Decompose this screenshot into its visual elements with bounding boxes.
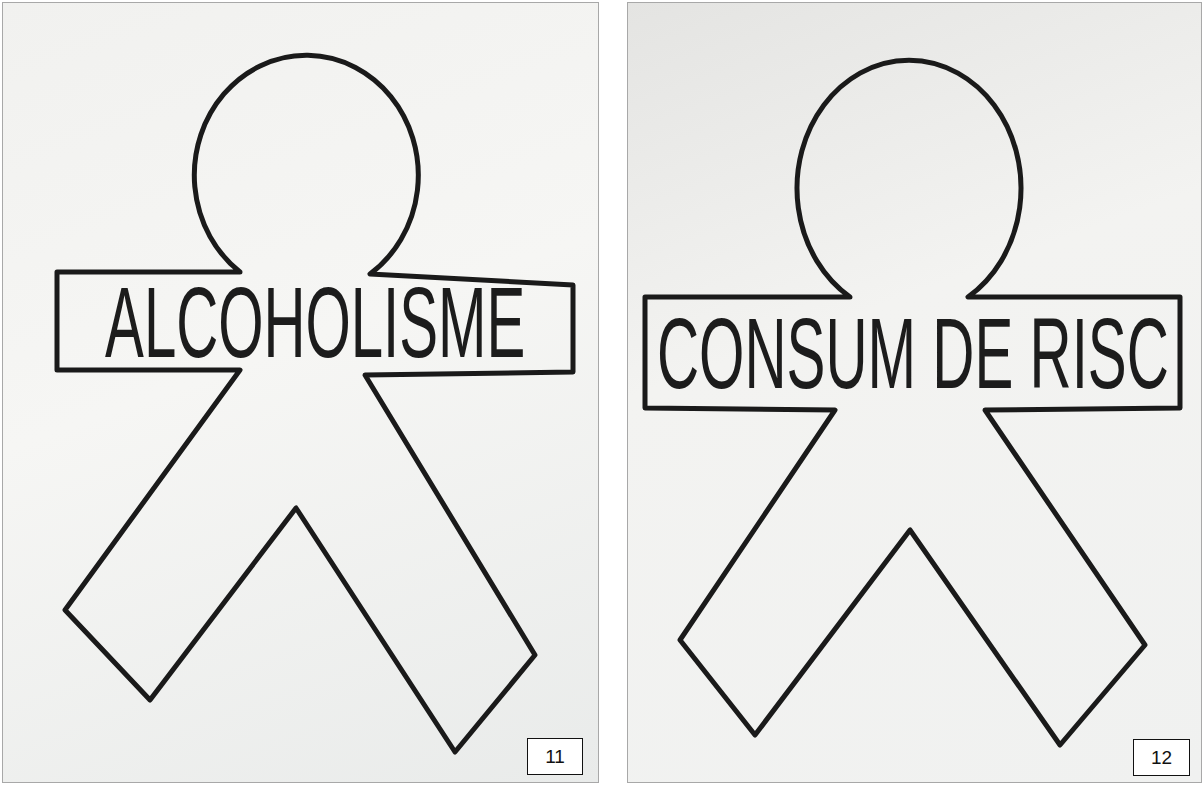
callout-box: 12 (1133, 739, 1190, 776)
text-band: CONSUM DE RISC (645, 297, 1180, 408)
figure-outline: ALCOHOLISME (0, 0, 600, 785)
text-band: ALCOHOLISME (57, 272, 573, 372)
outline-path (57, 55, 573, 752)
outline-path (645, 60, 1180, 745)
callout-box: 11 (527, 738, 583, 775)
callout-number: 12 (1151, 748, 1172, 767)
person-outline (0, 0, 600, 785)
band-label: CONSUM DE RISC (657, 303, 1169, 403)
callout-number: 11 (545, 747, 565, 766)
band-label: ALCOHOLISME (105, 272, 525, 372)
figure-outline: CONSUM DE RISC (626, 0, 1204, 785)
photo-panel (2, 2, 599, 783)
